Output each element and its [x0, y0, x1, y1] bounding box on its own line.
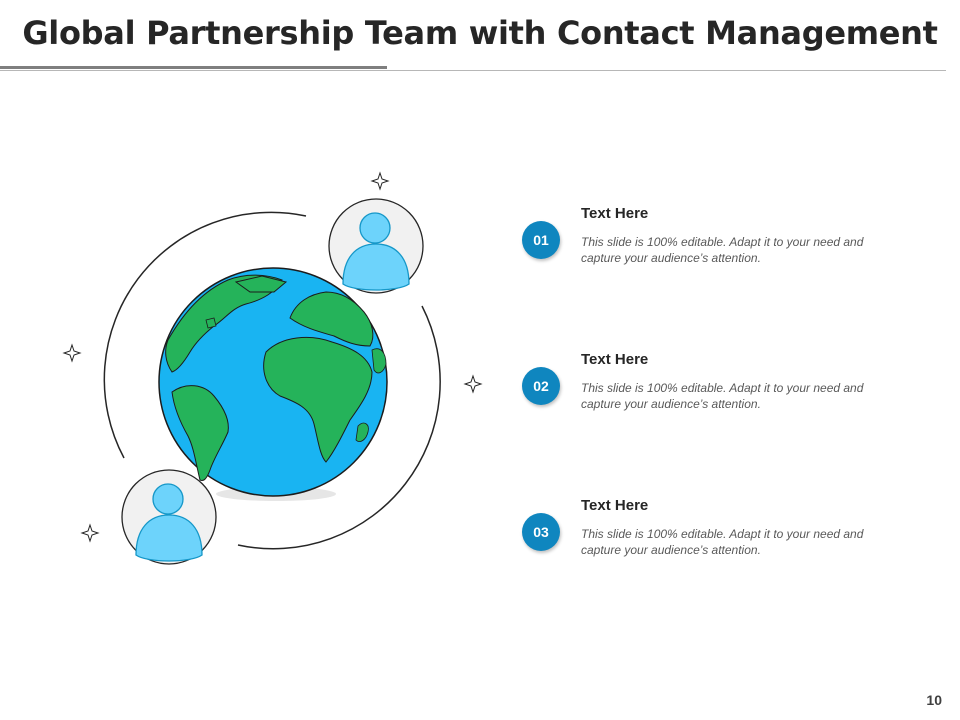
user-icon: [121, 469, 217, 565]
globe-icon: [158, 267, 388, 501]
orbit-arc-right: [237, 305, 441, 550]
item-heading: Text Here: [581, 497, 649, 514]
item-description: This slide is 100% editable. Adapt it to…: [581, 527, 864, 557]
item-heading: Text Here: [581, 205, 649, 222]
item-description: This slide is 100% editable. Adapt it to…: [581, 235, 864, 265]
slide-title: Global Partnership Team with Contact Man…: [22, 14, 938, 52]
item-heading: Text Here: [581, 351, 649, 368]
user-icon: [328, 198, 424, 294]
title-divider: [0, 70, 946, 71]
step-badge: 02: [522, 367, 560, 405]
page-number: 10: [926, 692, 942, 708]
step-badge: 01: [522, 221, 560, 259]
sparkle-icon: [62, 343, 82, 363]
title-accent-bar: [0, 66, 387, 69]
sparkle-icon: [463, 374, 483, 394]
step-badge: 03: [522, 513, 560, 551]
sparkle-icon: [80, 523, 100, 543]
orbit-arc-left: [103, 211, 307, 459]
sparkle-icon: [370, 171, 390, 191]
item-description: This slide is 100% editable. Adapt it to…: [581, 381, 864, 411]
